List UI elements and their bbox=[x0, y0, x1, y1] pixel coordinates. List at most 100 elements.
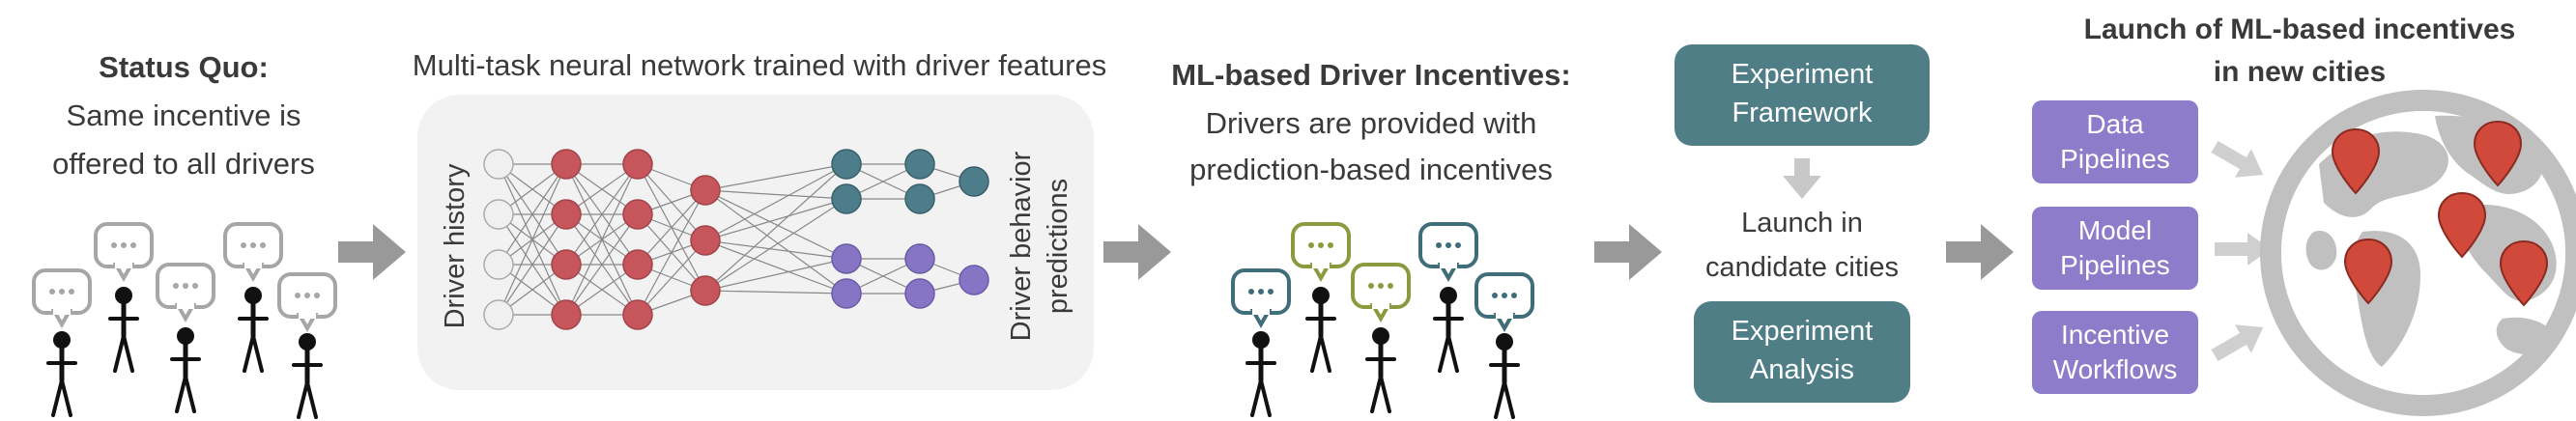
network-node bbox=[690, 175, 721, 206]
model-pipelines-line2: Pipelines bbox=[2060, 250, 2170, 280]
person-icon bbox=[1365, 327, 1396, 413]
network-edge bbox=[498, 163, 567, 266]
arrow-status-to-network bbox=[338, 224, 406, 280]
network-output-label-line2: predictions bbox=[1043, 179, 1073, 314]
network-edge bbox=[565, 213, 639, 316]
driver-figure bbox=[1231, 268, 1291, 417]
model-pipelines-box bbox=[2032, 207, 2198, 290]
driver-figure bbox=[156, 263, 215, 413]
down-arrow bbox=[1783, 158, 1821, 199]
launch-title-line2: in new cities bbox=[2214, 56, 2386, 88]
ml-incentives-line1: Drivers are provided with bbox=[1206, 106, 1537, 140]
launch-title-line1: Launch of ML-based incentives bbox=[2084, 14, 2516, 45]
network-node bbox=[622, 249, 653, 280]
network-node bbox=[831, 183, 862, 214]
person-icon bbox=[1433, 287, 1464, 373]
network-node bbox=[959, 265, 989, 295]
network-edge bbox=[637, 189, 706, 266]
network-node bbox=[904, 149, 935, 180]
network-node bbox=[483, 249, 514, 280]
network-node bbox=[551, 149, 582, 180]
network-node bbox=[959, 166, 989, 197]
driver-figure bbox=[223, 222, 283, 373]
speech-bubble-icon bbox=[1351, 263, 1411, 323]
ml-incentives-title: ML-based Driver Incentives: bbox=[1171, 58, 1570, 92]
network-node bbox=[483, 299, 514, 330]
network-node bbox=[622, 149, 653, 180]
personalized-drivers-group bbox=[1231, 222, 1534, 419]
network-edge bbox=[565, 163, 639, 316]
map-pin-icon bbox=[2343, 238, 2393, 305]
network-edge bbox=[637, 189, 706, 316]
incentive-workflows-line1: Incentive bbox=[2061, 320, 2169, 350]
network-edge bbox=[704, 163, 847, 241]
status-quo-section: Status Quo: Same incentive is offered to… bbox=[32, 50, 337, 419]
person-icon bbox=[170, 327, 201, 413]
driver-figure bbox=[32, 268, 92, 417]
network-edge bbox=[704, 189, 847, 260]
network-node bbox=[831, 149, 862, 180]
experiment-framework-line1: Experiment bbox=[1732, 59, 1874, 90]
map-pin-icon bbox=[2499, 239, 2549, 307]
speech-bubble-icon bbox=[1231, 268, 1291, 329]
network-edge bbox=[498, 163, 567, 316]
network-node bbox=[904, 278, 935, 309]
network-edge bbox=[704, 258, 847, 292]
driver-figure bbox=[1418, 222, 1478, 373]
network-edge bbox=[637, 239, 706, 316]
person-icon bbox=[46, 331, 77, 417]
speech-bubble-icon bbox=[1418, 222, 1478, 283]
network-edge bbox=[704, 239, 847, 260]
speech-bubble-icon bbox=[1474, 272, 1534, 333]
launch-section: Launch of ML-based incentives in new cit… bbox=[2032, 14, 2576, 416]
launch-candidate-line2: candidate cities bbox=[1705, 252, 1899, 283]
driver-figure bbox=[1351, 263, 1411, 413]
network-edge bbox=[704, 189, 847, 200]
network-node bbox=[551, 249, 582, 280]
experiment-analysis-line2: Analysis bbox=[1750, 354, 1854, 385]
arrow-incentives-to-experiment bbox=[1594, 224, 1662, 280]
driver-figure bbox=[277, 272, 337, 419]
network-edge bbox=[565, 163, 639, 266]
launch-candidate-line1: Launch in bbox=[1741, 208, 1863, 239]
person-icon bbox=[1489, 333, 1520, 419]
network-section: Multi-task neural network trained with d… bbox=[413, 48, 1106, 390]
map-pin-icon bbox=[2437, 191, 2487, 259]
speech-bubble-icon bbox=[223, 222, 283, 283]
speech-bubble-icon bbox=[32, 268, 92, 329]
experiment-analysis-line1: Experiment bbox=[1732, 316, 1874, 347]
network-output-label-line1: Driver behavior bbox=[1006, 151, 1037, 341]
map-pins bbox=[2331, 120, 2549, 307]
network-edge bbox=[498, 213, 567, 316]
person-icon bbox=[1305, 287, 1336, 373]
model-pipelines-line1: Model bbox=[2078, 215, 2152, 245]
data-pipelines-line2: Pipelines bbox=[2060, 144, 2170, 174]
network-edge bbox=[704, 198, 847, 241]
network-node bbox=[690, 275, 721, 306]
network-nodes bbox=[483, 149, 989, 330]
person-icon bbox=[238, 287, 269, 373]
speech-bubble-icon bbox=[156, 263, 215, 323]
ml-incentives-line2: prediction-based incentives bbox=[1189, 153, 1553, 186]
network-node bbox=[690, 225, 721, 256]
map-pin-icon bbox=[2473, 120, 2523, 187]
experiment-framework-line2: Framework bbox=[1732, 98, 1873, 128]
incentive-workflows-line2: Workflows bbox=[2053, 354, 2178, 384]
network-node bbox=[831, 278, 862, 309]
data-pipelines-box bbox=[2032, 100, 2198, 183]
pipeline-arrows bbox=[2211, 140, 2271, 362]
network-node bbox=[622, 199, 653, 230]
network-panel bbox=[417, 95, 1094, 390]
driver-figure bbox=[1474, 272, 1534, 419]
status-quo-title: Status Quo: bbox=[99, 50, 269, 84]
driver-figure bbox=[94, 222, 154, 373]
network-node bbox=[622, 299, 653, 330]
person-icon bbox=[108, 287, 139, 373]
network-edge bbox=[704, 163, 847, 191]
driver-figure bbox=[1291, 222, 1351, 373]
experiment-framework-box bbox=[1674, 44, 1930, 146]
network-edge bbox=[704, 163, 847, 292]
speech-bubble-icon bbox=[1291, 222, 1351, 283]
network-edge bbox=[704, 198, 847, 292]
